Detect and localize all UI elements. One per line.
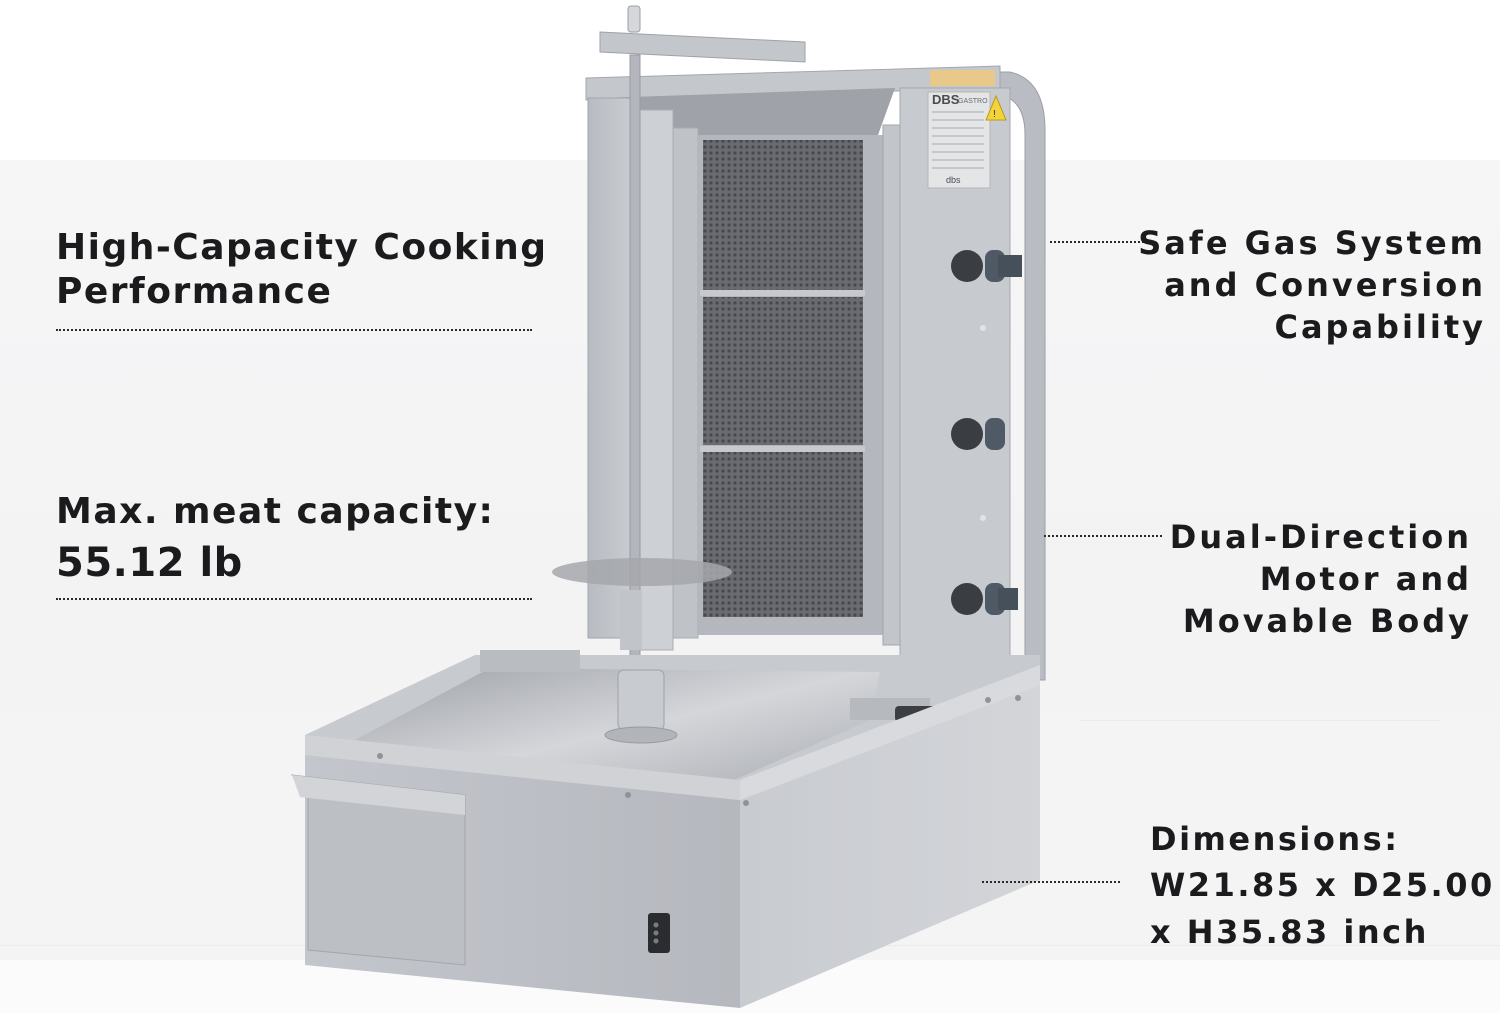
callout-line: and Conversion: [1164, 266, 1486, 305]
warning-icon: !: [993, 109, 996, 120]
callout-line: Dual-Direction: [1169, 518, 1472, 556]
callout-line: Dimensions:: [1150, 820, 1400, 858]
leader-dotted-line: [982, 881, 1120, 883]
callout-line: Safe Gas System: [1138, 224, 1486, 262]
tile-seam: [1080, 720, 1440, 721]
callout-dimensions: Dimensions: W21.85 x D25.00 x H35.83 inc…: [1150, 816, 1495, 955]
leader-dotted-line: [56, 329, 532, 331]
callout-motor-body: Dual-Direction Motor and Movable Body: [1170, 516, 1472, 643]
dimensions-value: x H35.83 inch: [1150, 912, 1429, 951]
callout-line: High-Capacity Cooking: [56, 227, 548, 268]
callout-line: Max. meat capacity:: [56, 491, 495, 532]
callout-line: Movable Body: [1182, 602, 1472, 641]
leader-dotted-line: [56, 598, 532, 600]
gas-knobs: [951, 250, 1022, 615]
leader-dotted-line: [1044, 535, 1162, 537]
leader-dotted-line: [1050, 241, 1148, 243]
callout-line: Motor and: [1259, 560, 1472, 599]
callout-line: Performance: [56, 270, 333, 312]
callout-capacity-performance: High-Capacity Cooking Performance: [56, 226, 548, 314]
power-switch: [648, 913, 670, 953]
callout-meat-capacity: Max. meat capacity: 55.12 lb: [56, 484, 494, 586]
callout-line: Capability: [1274, 308, 1486, 347]
callout-gas-system: Safe Gas System and Conversion Capabilit…: [1138, 222, 1486, 349]
dimensions-value: W21.85 x D25.00: [1150, 866, 1495, 905]
brand-sub: GASTRO: [958, 98, 988, 105]
capacity-value: 55.12 lb: [56, 539, 243, 586]
plate-logo: dbs: [946, 175, 961, 185]
brand-label: DBS: [932, 92, 960, 107]
